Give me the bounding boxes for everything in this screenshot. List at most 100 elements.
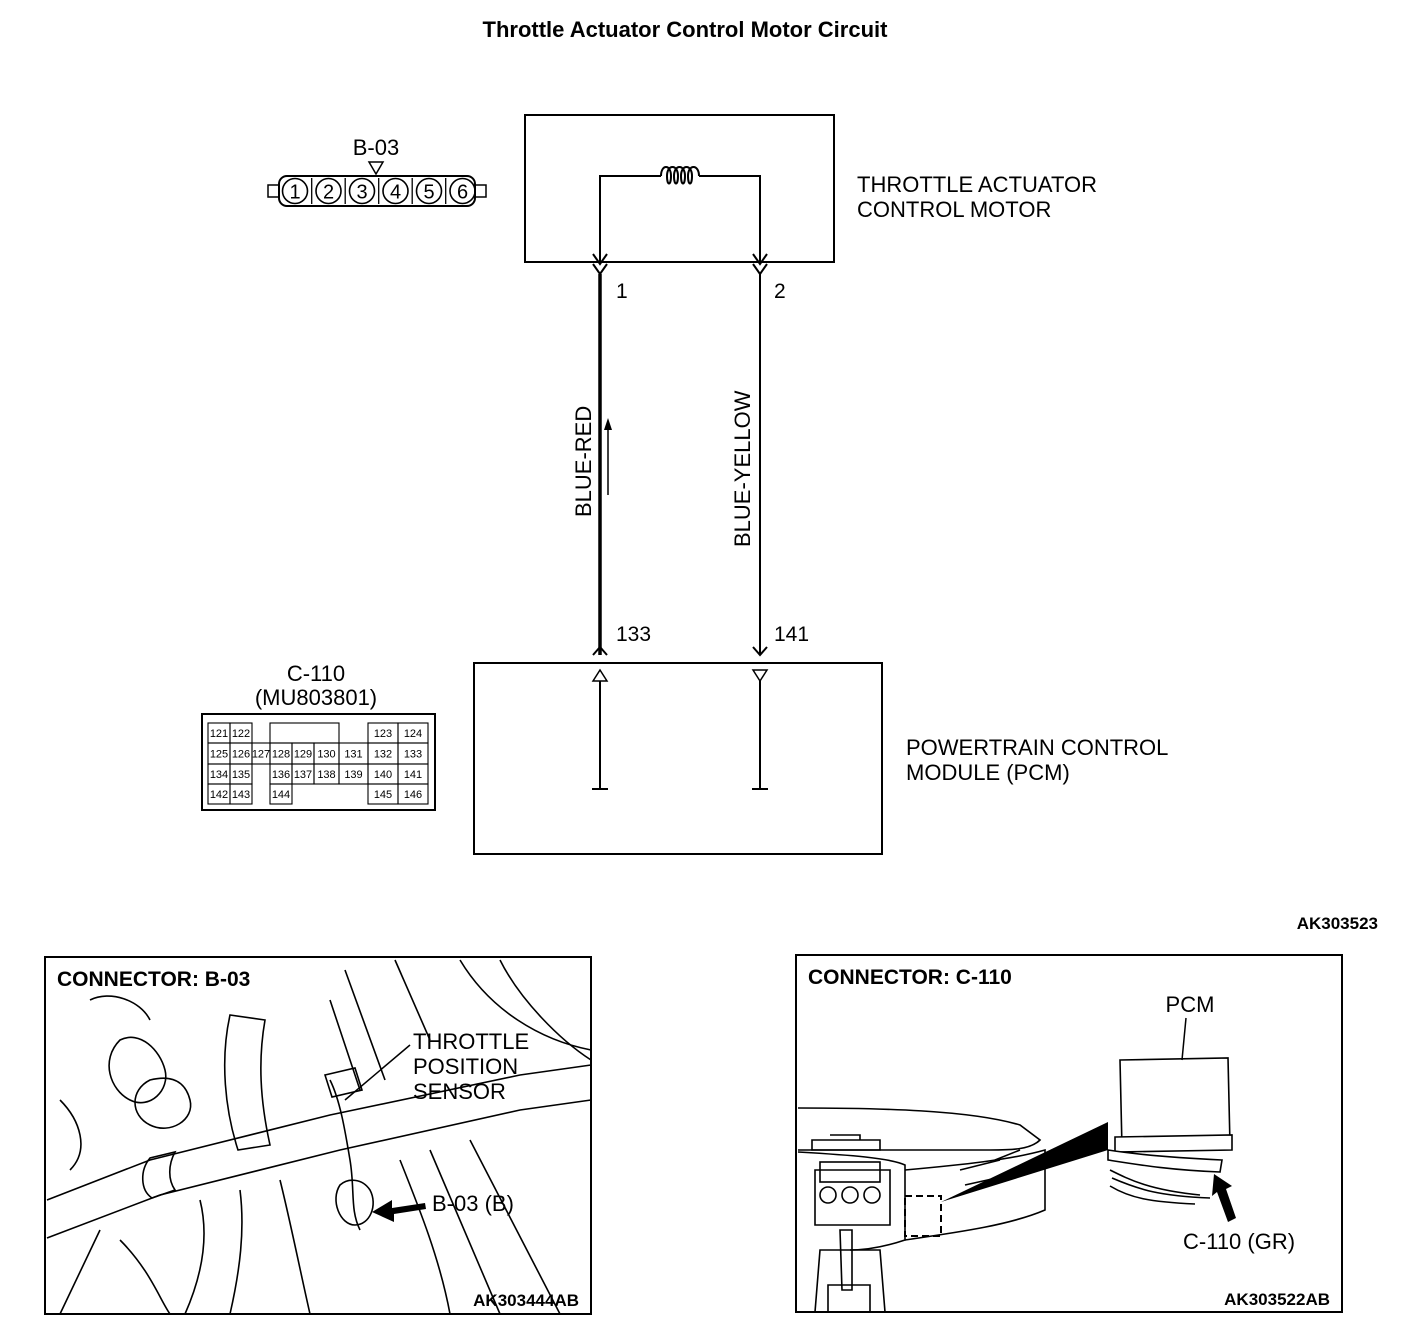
wire-color-blue-yellow: BLUE-YELLOW (730, 390, 755, 547)
connector-c110-part-number: (MU803801) (255, 685, 377, 710)
diagram-title: Throttle Actuator Control Motor Circuit (483, 17, 889, 42)
connector-b03-label: B-03 (353, 135, 399, 160)
connector-c110-pin-cell (397, 783, 429, 805)
motor-pin2-terminal-icon (752, 253, 768, 266)
zoom-wedge (941, 1122, 1108, 1202)
pcm-unit-illustration (1107, 1057, 1233, 1205)
connector-c110-pin-126: 126 (232, 749, 250, 761)
current-flow-arrowhead-icon (604, 418, 612, 430)
pcm-pin133-terminal-icon (592, 645, 608, 656)
motor-coil-icon (660, 166, 700, 185)
c110-pointer-arrow-icon (1212, 1174, 1236, 1222)
motor-box (524, 114, 835, 263)
connector-c110-pin-130: 130 (317, 749, 335, 761)
motor-pin1-terminal-icon (592, 253, 608, 266)
pcm-pin141-terminal-icon (752, 646, 768, 657)
connector-c110-pin-127: 127 (252, 749, 270, 761)
connector-c110-pin-124: 124 (404, 728, 422, 740)
motor-pin-1-label: 1 (616, 280, 628, 303)
connector-b03-pin-4 (382, 177, 409, 205)
figure-code: AK303523 (1297, 914, 1378, 933)
panel-c110-code: AK303522AB (1224, 1290, 1330, 1309)
connector-c110-pin-140: 140 (374, 769, 392, 781)
pcm-box (473, 662, 883, 855)
pcm-name-line1: POWERTRAIN CONTROL (906, 735, 1168, 760)
connector-c110-pin-125: 125 (210, 749, 228, 761)
pcm-output-arrow-icon (751, 669, 769, 683)
callout-throttle-line2: POSITION (413, 1054, 518, 1079)
dashboard-illustration (797, 1107, 1046, 1313)
panel-c110-frame (795, 954, 1343, 1313)
connector-c110-pin-128: 128 (272, 749, 290, 761)
connector-c110-pin-132: 132 (374, 749, 392, 761)
motor-internal-wire-left (599, 175, 661, 262)
connector-b03-pin-label: 5 (423, 182, 434, 204)
connector-c110-pin-123: 123 (374, 728, 392, 740)
connector-b03-pin-label: 2 (323, 182, 334, 204)
c110-pointer-label: C-110 (GR) (1183, 1229, 1295, 1254)
pcm-pin-133-label: 133 (616, 623, 651, 646)
pcm-name-line2: MODULE (PCM) (906, 760, 1070, 785)
connector-c110-pin-122: 122 (232, 728, 250, 740)
connector-b03-pin-5 (415, 177, 443, 205)
connector-c110-pin-131: 131 (344, 749, 362, 761)
wire-color-blue-red: BLUE-RED (571, 406, 596, 517)
connector-c110-pin-135: 135 (232, 769, 250, 781)
connector-b03-pin-2 (315, 177, 342, 205)
connector-c110-pin-138: 138 (317, 769, 335, 781)
connector-c110-pin-cell (229, 783, 253, 805)
b03-pointer-label: B-03 (B) (432, 1191, 514, 1216)
connector-c110-pin-136: 136 (272, 769, 290, 781)
panel-b03-code: AK303444AB (473, 1291, 579, 1310)
connector-c110-pin-139: 139 (344, 769, 362, 781)
connector-b03-location-panel: CONNECTOR: B-03 THROTTLE POSITION SENSOR… (44, 956, 592, 1315)
connector-c110-pin-144: 144 (272, 789, 290, 801)
connector-c110-pin-146: 146 (404, 789, 422, 801)
connector-b03-pin-label: 4 (390, 182, 401, 204)
connector-b03-pin-1 (281, 177, 309, 205)
panel-b03-heading: CONNECTOR: B-03 (57, 968, 250, 991)
connector-c110-label: C-110 (287, 661, 345, 686)
pcm-module: 133 141 POWERTRAIN CONTROL MODULE (PCM) (473, 623, 1168, 855)
connector-b03-pin-label: 1 (289, 182, 300, 204)
pcm-pin-141-label: 141 (774, 623, 809, 646)
motor-name-line1: THROTTLE ACTUATOR (857, 172, 1097, 197)
connector-c110-blank-key (269, 722, 340, 744)
connector-b03-left-tab (267, 184, 280, 198)
engine-bay-illustration (46, 959, 592, 1315)
connector-c110-pin-141: 141 (404, 769, 422, 781)
motor-name-line2: CONTROL MOTOR (857, 197, 1051, 222)
panel-c110-heading: CONNECTOR: C-110 (808, 966, 1012, 989)
throttle-actuator-motor: THROTTLE ACTUATOR CONTROL MOTOR 1 2 (524, 114, 1097, 303)
harness-wires: BLUE-RED BLUE-YELLOW (571, 274, 761, 655)
motor-pin-2-label: 2 (774, 280, 786, 303)
connector-c110-pin-145: 145 (374, 789, 392, 801)
connector-c110-pin-143: 143 (232, 789, 250, 801)
pcm-leader-line (1181, 1017, 1187, 1061)
connector-c110-housing (201, 713, 436, 811)
connector-c110-pin-137: 137 (294, 769, 312, 781)
pcm-photo-label: PCM (1166, 992, 1215, 1017)
connector-b03-pin-label: 3 (356, 182, 367, 204)
b03-pointer-arrow-icon (372, 1200, 426, 1222)
connector-c110-pin-133: 133 (404, 749, 422, 761)
connector-c110-location-panel: PCM C-110 (GR) CONNECTOR: C-110 AK303522… (795, 954, 1343, 1313)
connector-c110-pin-121: 121 (210, 728, 228, 740)
pcm-input-arrow-icon (591, 668, 609, 682)
callout-throttle-line3: SENSOR (413, 1079, 506, 1104)
connector-c110-pin-129: 129 (294, 749, 312, 761)
callout-leader-line (344, 1044, 411, 1101)
connector-b03-pin-6 (449, 177, 476, 205)
panel-b03-frame (44, 956, 592, 1315)
connector-b03-marker-icon (367, 161, 385, 176)
connector-b03-right-tab (474, 184, 487, 198)
motor-internal-wire-right (699, 175, 761, 262)
connector-c110-pin-142: 142 (210, 789, 228, 801)
connector-b03-pin-label: 6 (457, 182, 468, 204)
